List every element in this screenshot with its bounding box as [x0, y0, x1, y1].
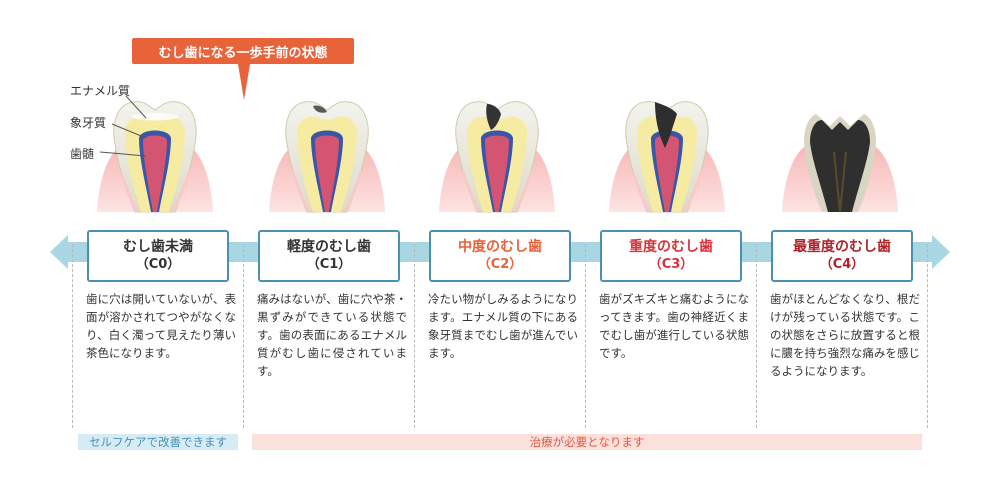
stage-name: 重度のむし歯	[629, 239, 713, 255]
tooth-c4	[782, 114, 898, 213]
stage-code: （C1）	[306, 257, 352, 272]
tooth-c3	[607, 100, 727, 214]
stage-box-c1: 軽度のむし歯 （C1）	[258, 230, 400, 282]
divider	[414, 244, 415, 428]
tooth-c0	[95, 100, 215, 214]
treatment-label: 治療が必要となります	[529, 435, 645, 449]
divider	[927, 244, 928, 428]
tooth-c1	[267, 100, 387, 214]
divider	[585, 244, 586, 428]
callout-pointer	[238, 64, 250, 100]
stage-description-c1: 痛みはないが、歯に穴や茶・黒ずみができている状態です。歯の表面にあるエナメル質が…	[257, 292, 407, 378]
timeline-right-arrow	[932, 235, 950, 269]
divider	[756, 244, 757, 428]
divider	[243, 244, 244, 428]
stage-description-c2: 冷たい物がしみるようになります。エナメル質の下にある象牙質までむし歯が進んでいま…	[428, 292, 578, 360]
stage-code: （C0）	[135, 257, 181, 272]
self-care-band: セルフケアで改善できます	[78, 434, 238, 450]
stage-description-c4: 歯がほとんどなくなり、根だけが残っている状態です。この状態をさらに放置すると根に…	[770, 292, 920, 378]
label-pulp: 歯髄	[70, 147, 95, 161]
stage-description-c3: 歯がズキズキと痛むようになってきます。歯の神経近くまでむし歯が進行している状態で…	[599, 292, 749, 360]
precursor-callout-label: むし歯になる一歩手前の状態	[158, 45, 328, 61]
tooth-c2	[437, 100, 557, 214]
stage-box-c0: むし歯未満 （C0）	[87, 230, 229, 282]
stage-name: むし歯未満	[123, 239, 193, 255]
stage-description-c0: 歯に穴は開いていないが、表面が溶かされてつやがなくなり、白く濁って見えたり薄い茶…	[86, 292, 236, 360]
stage-name: 中度のむし歯	[458, 239, 542, 255]
label-dentin: 象牙質	[70, 116, 107, 130]
divider	[72, 244, 73, 428]
stage-box-c2: 中度のむし歯 （C2）	[429, 230, 571, 282]
stage-code: （C2）	[477, 257, 523, 272]
label-enamel: エナメル質	[70, 84, 131, 98]
stage-code: （C4）	[819, 257, 865, 272]
timeline-left-arrow	[50, 235, 68, 269]
stage-box-c4: 最重度のむし歯 （C4）	[771, 230, 913, 282]
self-care-label: セルフケアで改善できます	[89, 435, 227, 449]
stage-name: 軽度のむし歯	[287, 239, 371, 255]
stage-box-c3: 重度のむし歯 （C3）	[600, 230, 742, 282]
stage-code: （C3）	[648, 257, 694, 272]
treatment-band: 治療が必要となります	[252, 434, 922, 450]
precursor-callout: むし歯になる一歩手前の状態	[132, 38, 354, 64]
stage-name: 最重度のむし歯	[793, 239, 891, 255]
